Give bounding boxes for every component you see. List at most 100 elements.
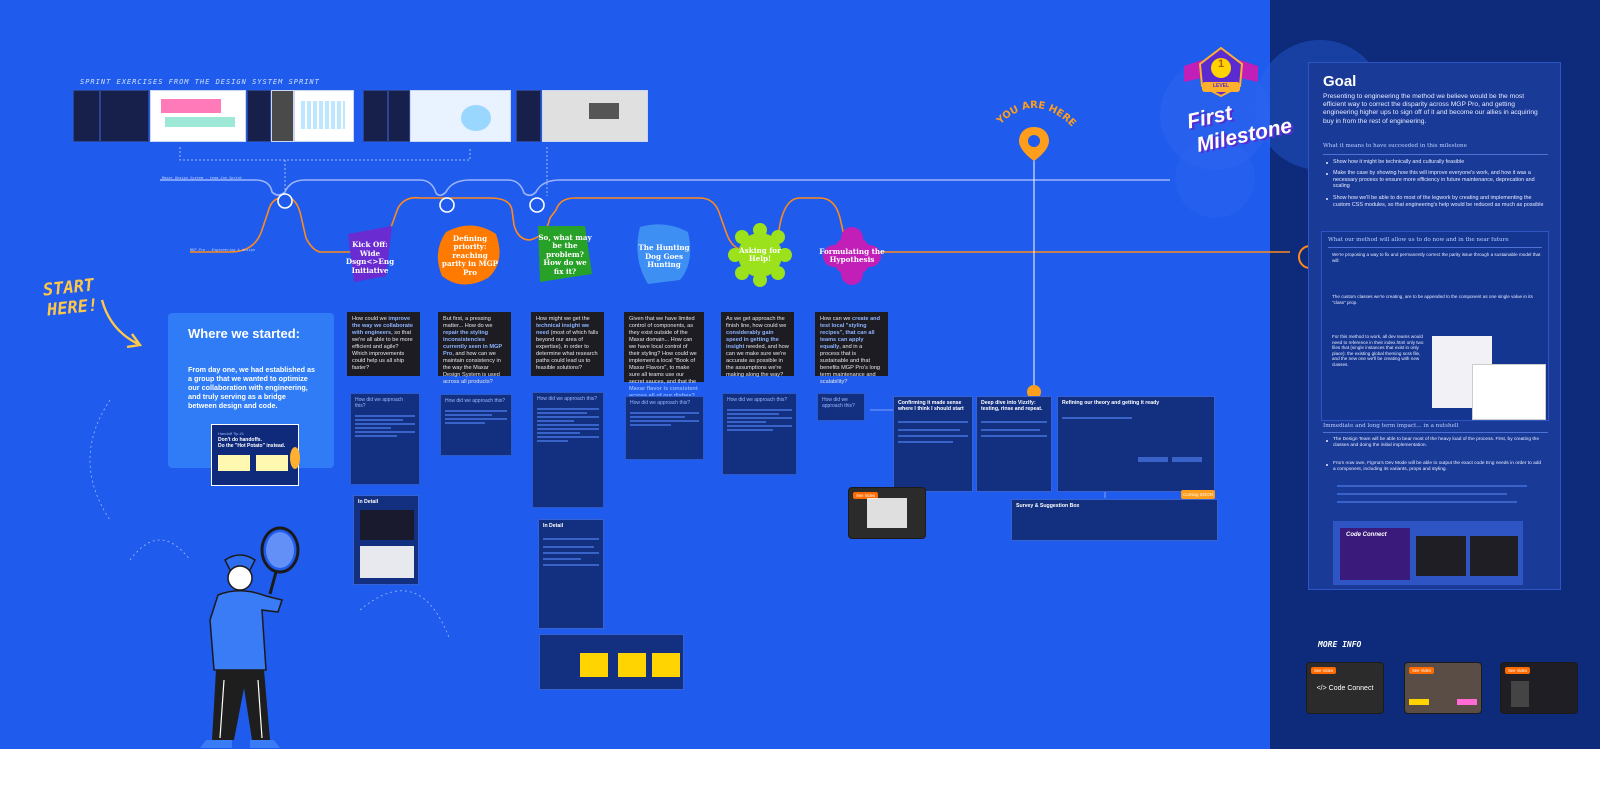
see-video-tag: See Video [1505,667,1531,674]
question-highlight: improve the way we collaborate with engi… [352,316,413,336]
in-detail-panel[interactable]: In Detail [538,519,604,629]
thumbnail-board[interactable] [410,90,511,142]
impact-heading: Immediate and long term impact... in a n… [1323,423,1459,429]
see-video-tag: See Video [1409,667,1435,674]
stage-shape-priority [437,225,500,285]
thumbnail-board[interactable] [294,90,354,142]
approach-heading: How did we approach this? [727,397,788,403]
stage-question-card: But first, a pressing matter... How do w… [438,312,511,385]
stage-question-card: As we get approach the finish line, how … [721,312,794,378]
code-connect-label: Code Connect [1346,532,1387,538]
code-connect-preview[interactable]: Code Connect [1333,521,1523,585]
approach-card[interactable]: How did we approach this? [350,393,420,485]
approach-card[interactable]: How did we approach this? [532,392,604,508]
thumbnail-board[interactable] [388,90,410,142]
stage-label-kickoff: Kick Off: Wide Dsgn<>Eng Initiative [345,240,395,275]
stage-label-priority: Defining priority: reaching parity in MG… [441,233,499,277]
survey-title: Survey & Suggestion Box [1016,503,1080,509]
whiteboard-canvas[interactable]: SPRINT EXERCISES FROM THE DESIGN SYSTEM … [0,0,1600,749]
deep-dive-title: Deep dive into Vizzify: testing, rinse a… [981,400,1043,412]
method-item: The custom classes we're creating, are t… [1332,294,1533,305]
svg-text:YOU ARE HERE: YOU ARE HERE [994,100,1078,129]
question-text: How could we [352,316,387,322]
see-video-tag: See Video [853,492,879,499]
detective-illustration [200,526,300,748]
thumbnail-board[interactable] [271,90,294,142]
goal-intro: Presenting to engineering the method we … [1323,93,1538,125]
approach-card[interactable]: How did we approach this? [817,393,865,421]
stage-shape-hypothesis [823,227,881,285]
goal-title: Goal [1323,73,1357,90]
more-info-video[interactable]: See Video [1404,662,1482,714]
stage-question-card: How could we improve the way we collabor… [347,312,420,376]
confirming-title: Confirming it made sense where I think I… [898,400,964,412]
level-badge [1184,46,1258,98]
thumbnail-board[interactable] [73,90,100,142]
route-label: Maxar Design System - team Jan Sprint [162,176,243,180]
survey-panel[interactable]: Survey & Suggestion Box Coming SOON [1011,490,1218,541]
approach-heading: How did we approach this? [822,397,855,409]
code-screenshot [1472,364,1546,420]
more-info-label: MORE INFO [1318,640,1362,649]
stage-shapes [348,223,881,287]
method-item: We're proposing a way to fix and permane… [1332,252,1541,263]
thumbnail-board[interactable] [516,90,541,142]
stage-shape-hunting [637,224,691,284]
more-info-video[interactable]: See Video </> Code Connect [1306,662,1384,714]
confirming-panel[interactable]: Confirming it made sense where I think I… [893,396,973,492]
route-label: MGP Pro - Engineering & design [190,248,255,252]
thumbnail-board[interactable] [542,90,648,142]
you-are-here-label: YOU ARE HERE [994,100,1078,129]
question-text: , and in a process that is sustainable a… [820,344,881,385]
thumbnail-board[interactable] [100,90,149,142]
coming-soon-badge: Coming SOON [1180,490,1215,499]
stage-question-card: How might we get the technical insight w… [531,312,604,376]
in-detail-panel[interactable]: In Detail [353,495,419,585]
stage-label-hunting: The Hunting Dog Goes Hunting [638,243,690,270]
approach-card[interactable]: How did we approach this? [722,393,797,475]
question-text: But first, a pressing matter... How do w… [443,316,493,329]
method-section: What our method will allow us to do now … [1321,231,1549,421]
video-label: </> Code Connect [1316,685,1374,692]
approach-card[interactable]: How did we approach this? [625,396,704,460]
deep-dive-panel[interactable]: Deep dive into Vizzify: testing, rinse a… [976,396,1052,492]
approach-heading: How did we approach this? [445,398,506,404]
tip-line: Don't do handoffs. [218,437,262,443]
thumbnail-board[interactable] [363,90,388,142]
stage-label-hypothesis: Formulating the Hypothesis [819,246,885,264]
tip-line: Do the "Hot Potato" instead. [218,443,286,449]
question-highlight: technical insight we need [536,323,590,336]
see-video-thumbnail[interactable]: See Video [848,487,926,539]
stage-label-help: Asking for Help! [739,245,781,263]
sprint-board-preview[interactable] [539,634,684,690]
stage-label-problem: So, what may be the problem? How do we f… [538,232,592,276]
refining-panel[interactable]: Refining our theory and getting it ready [1057,396,1215,492]
question-text: Given that we have limited control of co… [629,316,697,385]
where-body: From day one, we had established as a gr… [188,365,316,410]
approach-card[interactable]: How did we approach this? [440,394,512,456]
thumbnail-board[interactable] [150,90,246,142]
question-text: How might we get the [536,316,590,322]
success-item: Show how we'll be able to do most of the… [1333,195,1544,208]
question-text: How can we [820,316,851,322]
level-text: LEVEL [1212,83,1230,89]
question-highlight: create and test local "styling recipes",… [820,316,881,350]
thumbnail-board[interactable] [247,90,271,142]
see-video-tag: See Video [1311,667,1337,674]
stage-shape-help [728,223,792,287]
goal-panel[interactable]: Goal Presenting to engineering the metho… [1308,62,1561,590]
handoff-tip-card[interactable]: Handoff Tip #1 Don't do handoffs. Do the… [211,424,300,486]
success-item: Make the case by showing how this will i… [1333,170,1535,190]
question-highlight: repair the styling inconsistencies curre… [443,330,502,357]
approach-heading: How did we approach this? [630,400,691,406]
in-detail-title: In Detail [358,499,379,505]
method-heading: What our method will allow us to do now … [1328,237,1509,243]
question-text: As we get approach the finish line, how … [726,316,787,329]
sprint-exercises-label: SPRINT EXERCISES FROM THE DESIGN SYSTEM … [80,78,320,86]
method-item: For this method to work, all dev teams w… [1332,334,1424,367]
where-title: Where we started: [188,326,300,341]
stage-shape-problem [538,226,592,282]
more-info-video[interactable]: See Video [1500,662,1578,714]
approach-heading: How did we approach this? [537,396,598,402]
refining-title: Refining our theory and getting it ready [1062,400,1160,406]
